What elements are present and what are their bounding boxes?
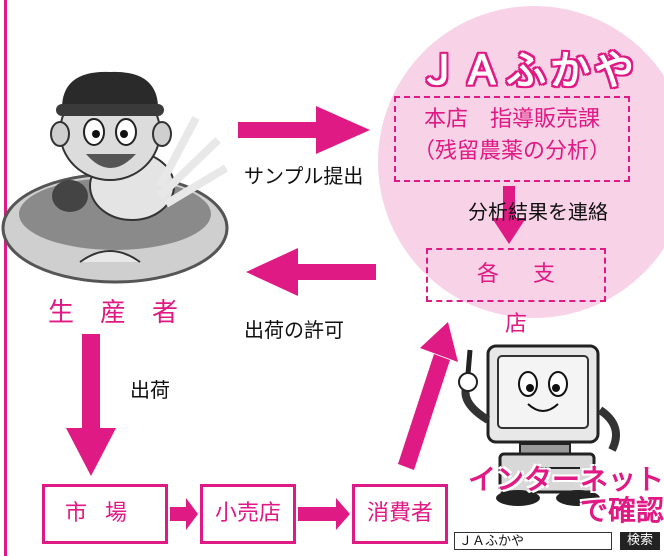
hq-line1: 本店 指導販売課: [423, 107, 600, 132]
internet-line2: で確認: [579, 494, 664, 527]
computer-illustration: [458, 344, 620, 506]
search-button[interactable]: 検索: [620, 532, 660, 550]
branch-box: 各支店: [426, 248, 606, 337]
sample-label: サンプル提出: [244, 164, 364, 188]
arrow-sample: [238, 106, 370, 154]
producer-label: 生産者: [48, 298, 205, 328]
arrow-market-retail: [170, 498, 198, 530]
ja-circle: [378, 6, 664, 318]
hq-box: 本店 指導販売課 （残留農薬の分析）: [394, 96, 630, 182]
arrow-permit: [246, 248, 376, 296]
internet-confirm-text: インターネット で確認: [460, 464, 664, 526]
arrow-ship: [66, 334, 116, 476]
analysis-label: 分析結果を連絡: [468, 200, 608, 224]
retail-box: 小売店: [200, 484, 296, 544]
arrow-consumer-ja: [398, 322, 458, 470]
consumer-box: 消費者: [352, 484, 448, 544]
market-box: 市場: [42, 484, 168, 544]
left-border: [4, 0, 7, 556]
permit-label: 出荷の許可: [244, 318, 344, 342]
internet-line1: インターネット: [467, 463, 664, 496]
search-bar: ＪＡふかや 検索: [454, 532, 660, 552]
arrow-analysis: [492, 186, 526, 244]
search-input[interactable]: ＪＡふかや: [454, 532, 612, 550]
ship-label: 出荷: [130, 378, 170, 402]
ja-title: ＪＡふかや: [418, 48, 638, 94]
arrow-retail-consumer: [298, 498, 350, 530]
hq-line2: （残留農薬の分析）: [412, 139, 611, 164]
farmer-illustration: [1, 71, 229, 284]
